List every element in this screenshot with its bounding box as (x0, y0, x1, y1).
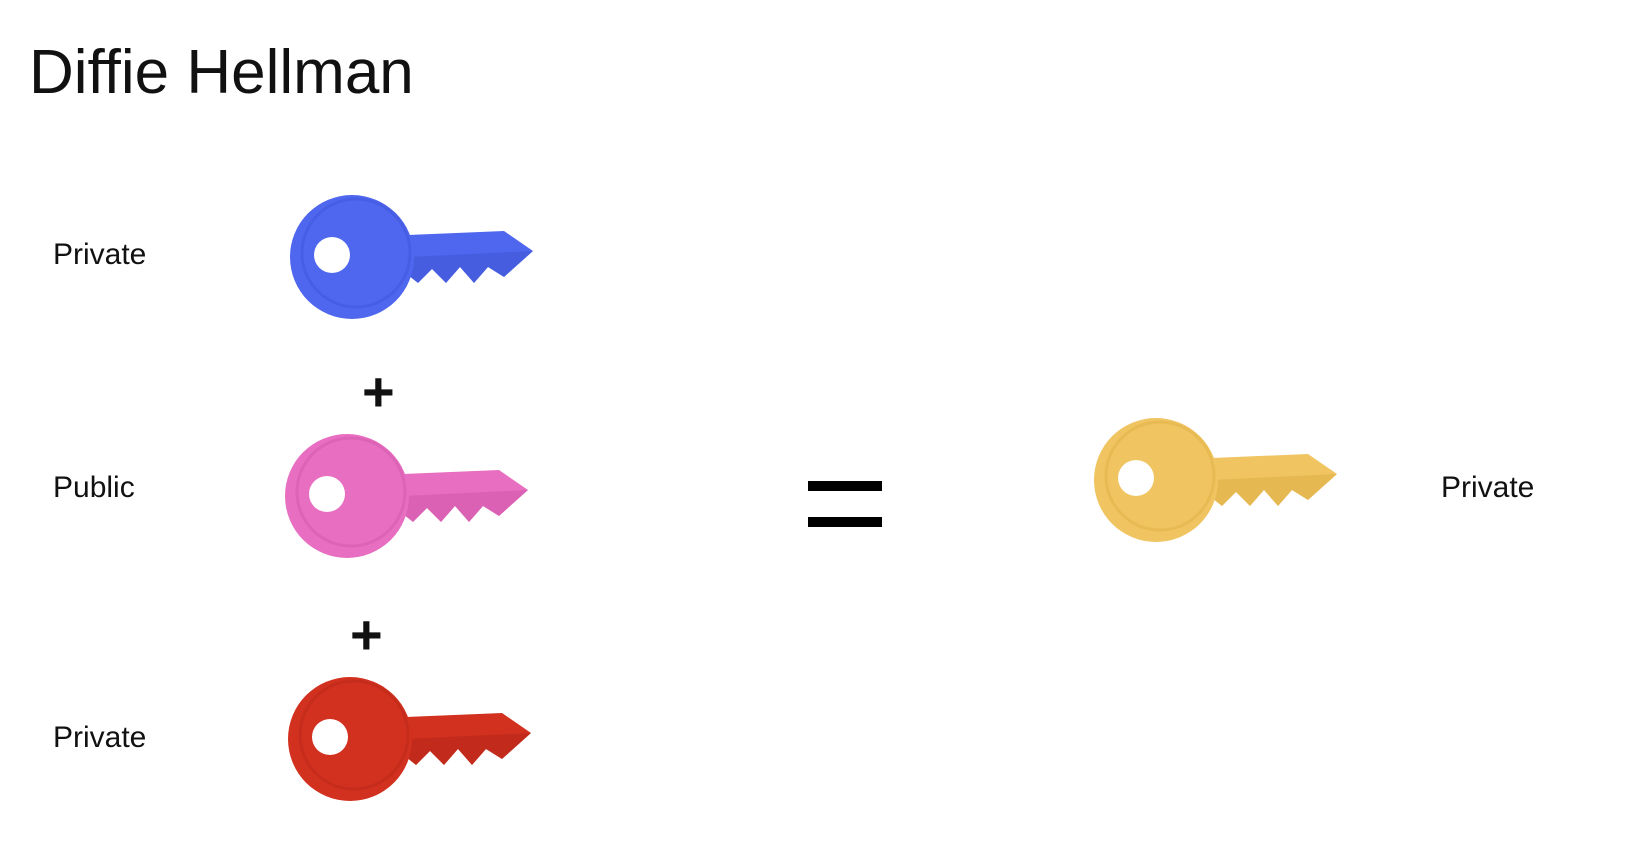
key-bow (285, 434, 409, 558)
key-bow (1094, 418, 1218, 542)
key-label-private-2: Private (53, 721, 147, 754)
slide-title: Diffie Hellman (29, 38, 414, 107)
key-hole (1118, 460, 1154, 496)
key-blade-shade (1212, 474, 1337, 506)
key-bow-rim (298, 679, 410, 791)
key-glyph (288, 677, 531, 801)
key-label-private-1: Private (53, 238, 147, 271)
equals-bar-top (808, 481, 882, 491)
pink-key-icon (285, 434, 545, 574)
key-glyph (285, 434, 528, 558)
plus-sign: + (362, 360, 395, 423)
key-blade-shade (408, 251, 533, 283)
key-bow (288, 677, 412, 801)
key-glyph (1094, 418, 1337, 542)
key-hole (314, 237, 350, 273)
key-blade-shade (406, 733, 531, 765)
key-bow-rim (295, 436, 407, 548)
equals-bar-bottom (808, 517, 882, 527)
key-bow (290, 195, 414, 319)
key-bow-rim (300, 197, 412, 309)
key-glyph (290, 195, 533, 319)
key-label-result-private: Private (1441, 471, 1535, 504)
blue-key-icon (290, 195, 550, 335)
key-blade-shade (403, 490, 528, 522)
key-hole (312, 719, 348, 755)
key-label-public: Public (53, 471, 135, 504)
plus-sign: + (350, 603, 383, 666)
yellow-key-icon (1094, 418, 1354, 558)
equals-sign (808, 481, 882, 531)
key-bow-rim (1104, 420, 1216, 532)
red-key-icon (288, 677, 548, 817)
key-hole (309, 476, 345, 512)
